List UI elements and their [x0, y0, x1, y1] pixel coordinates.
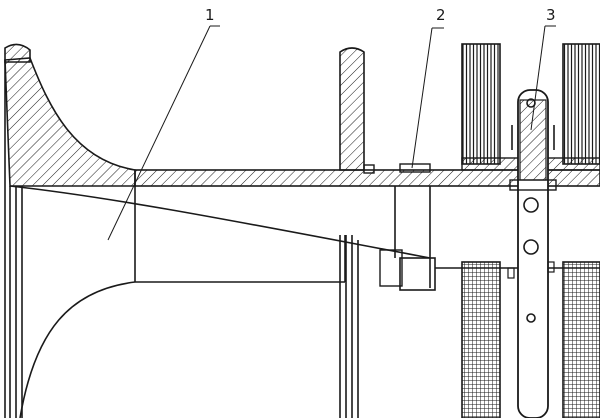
mouth-rim-upper — [4, 43, 31, 63]
rotor-disc — [507, 89, 557, 418]
hub-block — [399, 257, 436, 291]
left-flange — [339, 47, 375, 418]
leader-lines — [107, 25, 556, 241]
bearing-block — [399, 163, 431, 173]
tube-wall-upper — [134, 169, 600, 187]
horn-flare-upper-section — [4, 57, 136, 187]
hub-block-inner — [379, 249, 403, 287]
drum-upper-right — [562, 43, 600, 165]
label-part-2: 2 — [436, 6, 446, 24]
label-part-3: 3 — [546, 6, 556, 24]
drum-lower-left — [461, 261, 501, 418]
label-part-1: 1 — [205, 6, 215, 24]
drum-lower-right — [562, 261, 600, 418]
drum-upper-left — [461, 43, 501, 165]
horn-flare-lower-contour — [19, 281, 136, 418]
tube-inner-profile — [9, 185, 431, 259]
mouth-rim-lower — [9, 186, 23, 418]
